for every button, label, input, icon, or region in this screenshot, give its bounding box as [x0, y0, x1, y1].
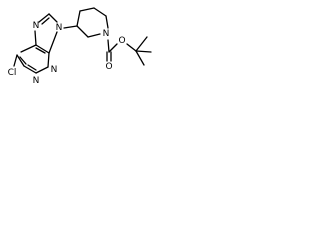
bond-n1-c2 [23, 65, 37, 74]
bonds [13, 7, 152, 74]
bond-c6-n1 [16, 54, 25, 67]
bond-c3-c2p [76, 25, 89, 38]
bond-c-o-ester [108, 43, 118, 53]
bond-c2-n1-double [27, 64, 37, 71]
bond-n9-c3 [63, 25, 78, 29]
bond-n-c-carbonyl [107, 39, 110, 53]
bond-c5p-c4p [79, 7, 95, 12]
bond-c4-c5 [35, 44, 50, 54]
bond-c5-n7 [34, 30, 37, 46]
atom-label-ester-oxygen: O [118, 36, 125, 46]
atom-label-n9: N [56, 23, 63, 33]
atom-labels: Cl N N N N N O O [8, 21, 126, 86]
bond-n3-c4 [47, 52, 50, 68]
atom-label-n3: N [51, 65, 58, 75]
bond-c6p-c5p [93, 7, 107, 17]
bond-c8-n9 [48, 13, 58, 23]
bond-c4p-c3 [76, 10, 81, 27]
atom-label-n7: N [33, 21, 40, 31]
bond-n-c6p [105, 15, 109, 29]
bond-o-c-tert [126, 43, 137, 52]
atom-label-chlorine: Cl [8, 68, 17, 78]
bond-n7-c8 [38, 13, 50, 23]
bond-c4-c5-double [35, 47, 46, 54]
atom-label-n1: N [33, 76, 40, 86]
chemical-structure: Cl N N N N N O O [8, 7, 152, 86]
bond-tbu-me-up [135, 36, 148, 52]
bond-c6-cl [13, 54, 18, 67]
bond-n9-c4 [48, 31, 58, 54]
bond-tbu-me-right [135, 50, 152, 53]
bond-tbu-me-down [135, 50, 145, 66]
atom-label-carbonyl-oxygen: O [105, 62, 112, 72]
bond-c2p-n [87, 33, 101, 38]
atom-label-piperidine-nitrogen: N [103, 29, 110, 39]
bond-c5-c6 [20, 44, 37, 53]
bond-n7-c8-double [41, 17, 50, 25]
bond-c6-n1-double [19, 56, 27, 65]
bond-c2-n3 [35, 66, 49, 74]
